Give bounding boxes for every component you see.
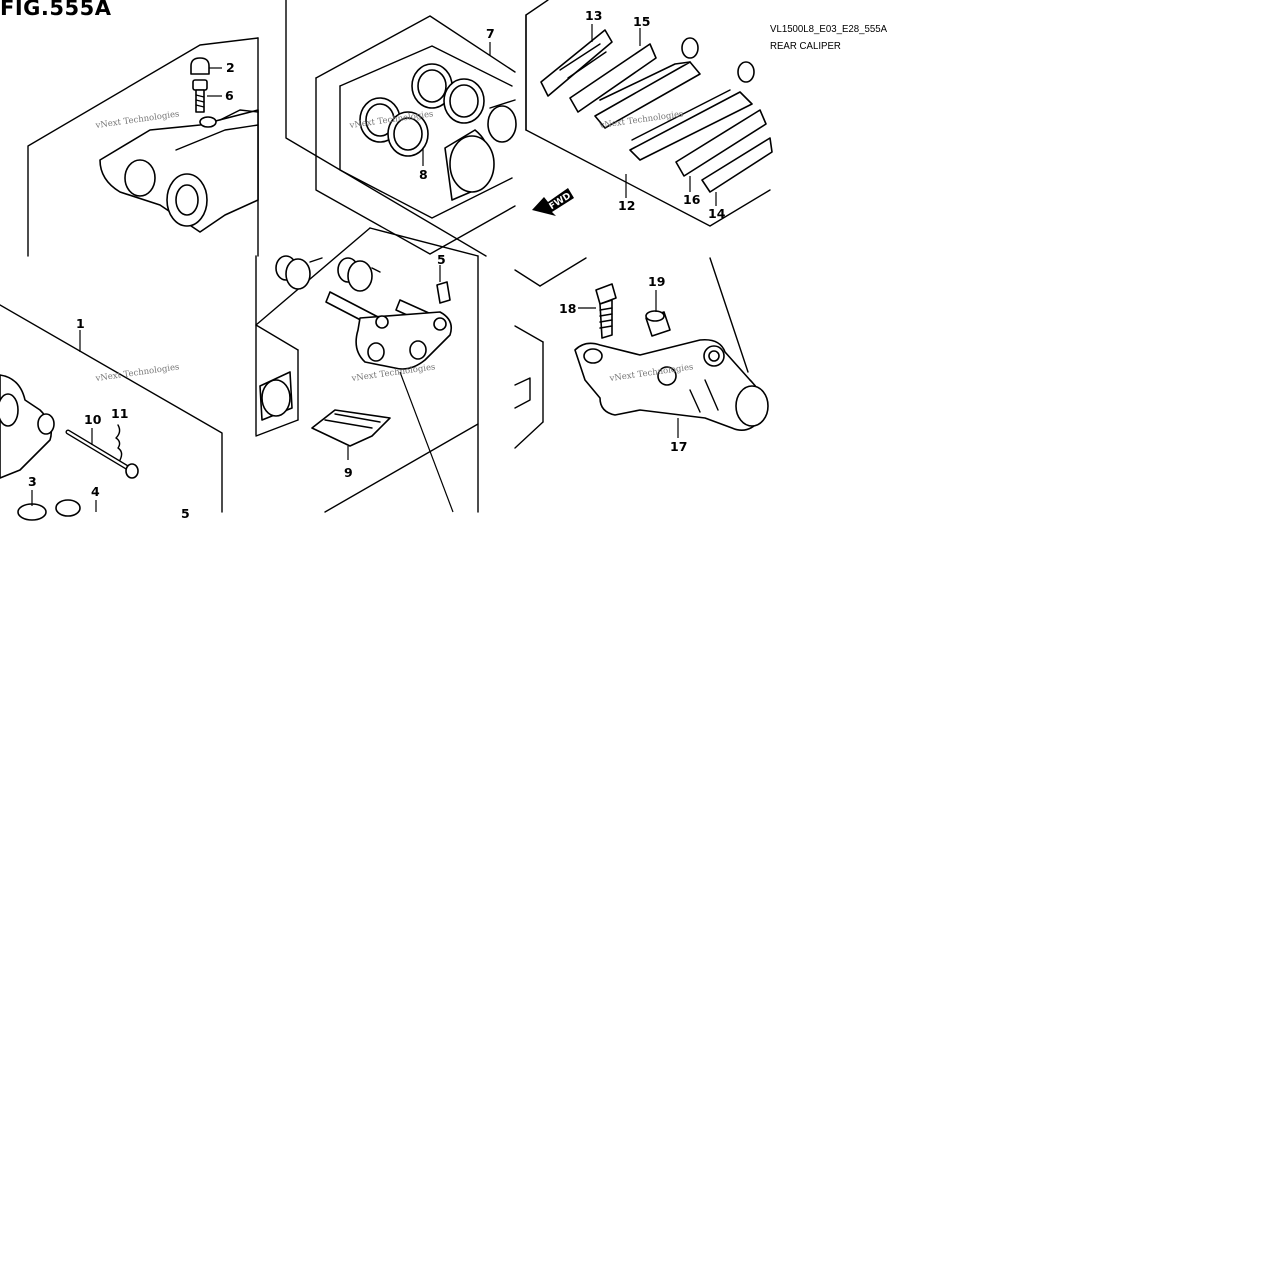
callout-7: 7 (486, 26, 495, 41)
seal-kit-box (315, 15, 516, 255)
bleeder-screw (192, 79, 222, 113)
callout-14: 14 (708, 206, 726, 221)
slide-pin-boots (275, 255, 381, 292)
figure-title: FIG.555A (0, 0, 112, 20)
callout-5-lower: 5 (181, 506, 190, 521)
pin-clip (115, 424, 123, 461)
slide-bolt (645, 290, 671, 337)
callout-3: 3 (28, 474, 37, 489)
callout-15: 15 (633, 14, 650, 29)
caliper-partial-right (514, 377, 531, 409)
callout-16: 16 (683, 192, 701, 207)
frame-lines (0, 0, 771, 513)
callout-10: 10 (84, 412, 102, 427)
figure-code: VL1500L8_E03_E28_555A (770, 23, 888, 35)
callout-8: 8 (419, 167, 428, 182)
sleeve (259, 371, 293, 421)
bushing (436, 265, 451, 304)
brake-pads (594, 37, 755, 161)
caliper-body-lower (0, 330, 81, 479)
fwd-arrow-icon: FWD (532, 188, 574, 216)
caliper-bracket-plate (355, 311, 453, 370)
anti-rattle-shims (675, 109, 773, 206)
callout-11: 11 (111, 406, 128, 421)
piston-boot (17, 490, 97, 521)
callout-12: 12 (618, 198, 635, 213)
callout-1: 1 (76, 316, 85, 331)
piston-seals (359, 63, 485, 157)
figure-name: REAR CALIPER (770, 40, 841, 52)
callout-18: 18 (559, 301, 576, 316)
caliper-mounting-bracket (574, 338, 769, 438)
pad-shims (540, 24, 657, 113)
watermark-4: vNext Technologies (94, 362, 180, 384)
mounting-bolt (578, 283, 617, 339)
caliper-body-upper (99, 109, 259, 233)
callout-2: 2 (226, 60, 235, 75)
piston (422, 42, 517, 201)
callout-13: 13 (585, 8, 602, 23)
bleeder-cap (190, 57, 222, 75)
callouts: 1 2 3 4 5 5 6 7 8 9 10 11 12 13 14 15 16… (28, 8, 726, 521)
pad-spring (311, 409, 391, 460)
pad-pin (65, 428, 139, 479)
callout-9: 9 (344, 465, 353, 480)
callout-6: 6 (225, 88, 234, 103)
callout-17: 17 (670, 439, 687, 454)
callout-4: 4 (91, 484, 100, 499)
callout-5-upper: 5 (437, 252, 446, 267)
callout-19: 19 (648, 274, 665, 289)
